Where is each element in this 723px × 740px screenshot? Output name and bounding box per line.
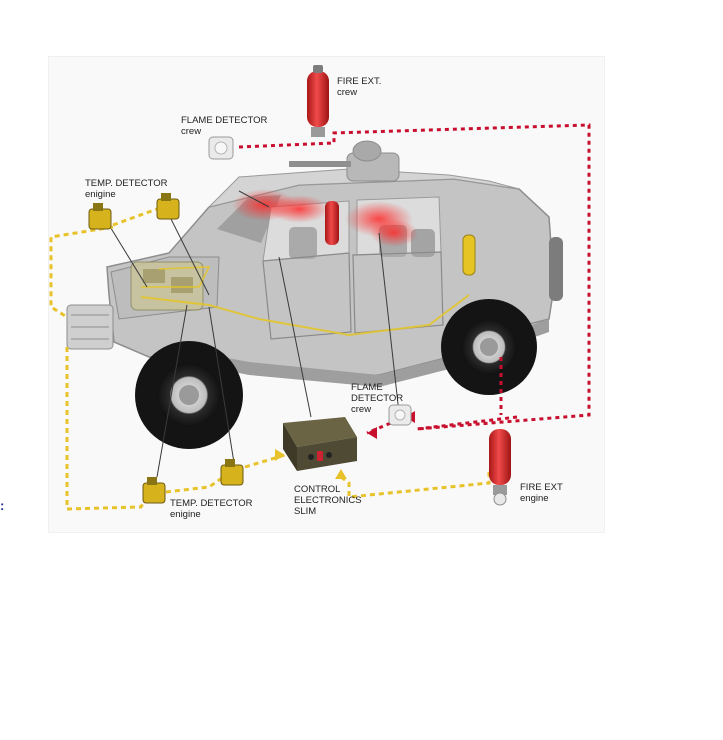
- turret-gun: [289, 161, 351, 167]
- stray-colon-mark: :: [0, 498, 5, 513]
- rear-spare: [549, 237, 563, 301]
- label-line2: ELECTRONICS: [294, 495, 362, 506]
- label-sub: crew: [351, 404, 372, 415]
- temp-detector-unit: [142, 477, 166, 504]
- label-control-electronics: CONTROL ELECTRONICS SLIM: [294, 484, 362, 517]
- label-sub: enigine: [170, 509, 201, 520]
- label-title: FIRE EXT.: [337, 76, 382, 87]
- seat: [289, 227, 317, 259]
- engine-cable: [140, 294, 470, 337]
- engine-arrowhead: [335, 469, 347, 479]
- label-title: TEMP. DETECTOR: [85, 178, 168, 189]
- rear-yellow-canister: [462, 234, 476, 276]
- crew-glow: [232, 189, 418, 247]
- engine-cable: [141, 266, 211, 288]
- vehicle-roof: [207, 168, 520, 208]
- label-temp-detector-top: TEMP. DETECTOR enigine: [85, 178, 168, 200]
- engine-part: [143, 269, 165, 283]
- label-sub: crew: [181, 126, 202, 137]
- label-line2: DETECTOR: [351, 393, 404, 404]
- control-electronics-box: [283, 417, 357, 471]
- label-temp-detector-bottom: TEMP. DETECTOR enigine: [170, 498, 253, 520]
- temp-detector-unit: [88, 203, 112, 230]
- label-line1: CONTROL: [294, 484, 341, 495]
- label-sub: enigine: [85, 189, 116, 200]
- flame-detector-crew-unit: [208, 136, 234, 160]
- crew-arrowhead: [367, 427, 377, 439]
- diagram-graphic: [49, 65, 591, 511]
- label-sub: engine: [520, 493, 549, 504]
- door-rear: [352, 251, 444, 334]
- interior-extinguisher: [325, 201, 339, 245]
- leader-lines: [108, 190, 400, 478]
- vehicle-skirt: [169, 319, 549, 387]
- fire-extinguisher-engine: [489, 429, 511, 506]
- engine-part: [171, 277, 193, 293]
- fire-extinguisher-crew: [307, 65, 329, 137]
- turret-top: [352, 140, 382, 162]
- door-front: [262, 252, 352, 340]
- label-fire-ext-engine: FIRE EXT engine: [520, 482, 563, 504]
- label-flame-detector-lower: FLAME DETECTOR crew: [351, 382, 403, 415]
- label-title: FLAME: [351, 382, 383, 393]
- engine-arrowhead: [275, 449, 285, 461]
- wheels: [135, 299, 537, 449]
- fire-suppression-diagram: FIRE EXT. crew FLAME DETECTOR crew TEMP.…: [48, 56, 605, 533]
- label-flame-detector-crew: FLAME DETECTOR crew: [181, 115, 267, 137]
- label-line3: SLIM: [294, 506, 317, 517]
- label-sub: crew: [337, 87, 358, 98]
- flame-detector-lower-unit: [388, 404, 412, 426]
- label-title: FIRE EXT: [520, 482, 563, 493]
- label-title: TEMP. DETECTOR: [170, 498, 253, 509]
- temp-detector-unit: [156, 193, 180, 220]
- temp-detector-unit: [220, 459, 244, 486]
- label-title: FLAME DETECTOR: [181, 115, 268, 126]
- label-fire-ext-crew: FIRE EXT. crew: [337, 76, 381, 98]
